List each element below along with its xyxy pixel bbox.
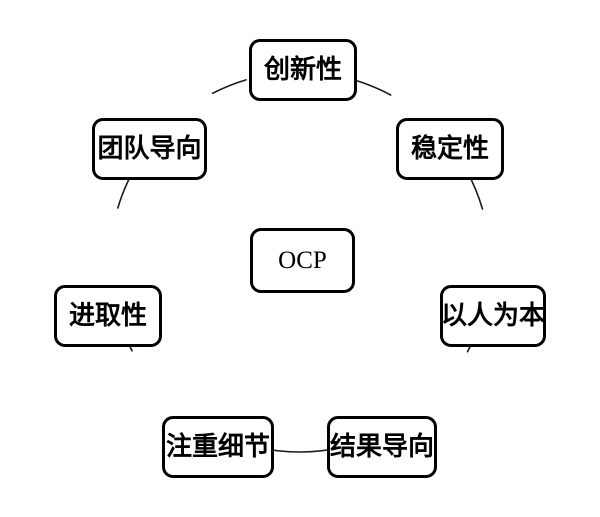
node-result-oriented[interactable]: 结果导向 bbox=[327, 416, 437, 478]
node-label-attention-to-detail: 注重细节 bbox=[165, 432, 270, 461]
node-label-stability: 稳定性 bbox=[410, 134, 489, 163]
center-node-ocp[interactable]: OCP bbox=[250, 228, 355, 293]
node-innovation[interactable]: 创新性 bbox=[249, 39, 357, 101]
center-node-label: OCP bbox=[278, 247, 327, 274]
node-label-team-oriented: 团队导向 bbox=[97, 134, 202, 163]
node-aggressiveness[interactable]: 进取性 bbox=[54, 285, 162, 347]
node-team-oriented[interactable]: 团队导向 bbox=[92, 118, 207, 180]
node-people-oriented[interactable]: 以人为本 bbox=[440, 285, 546, 347]
node-label-result-oriented: 结果导向 bbox=[330, 432, 435, 461]
node-label-innovation: 创新性 bbox=[263, 55, 342, 84]
node-label-aggressiveness: 进取性 bbox=[68, 301, 147, 330]
node-stability[interactable]: 稳定性 bbox=[396, 118, 504, 180]
node-label-people-oriented: 以人为本 bbox=[441, 301, 546, 330]
node-attention-to-detail[interactable]: 注重细节 bbox=[162, 416, 274, 478]
